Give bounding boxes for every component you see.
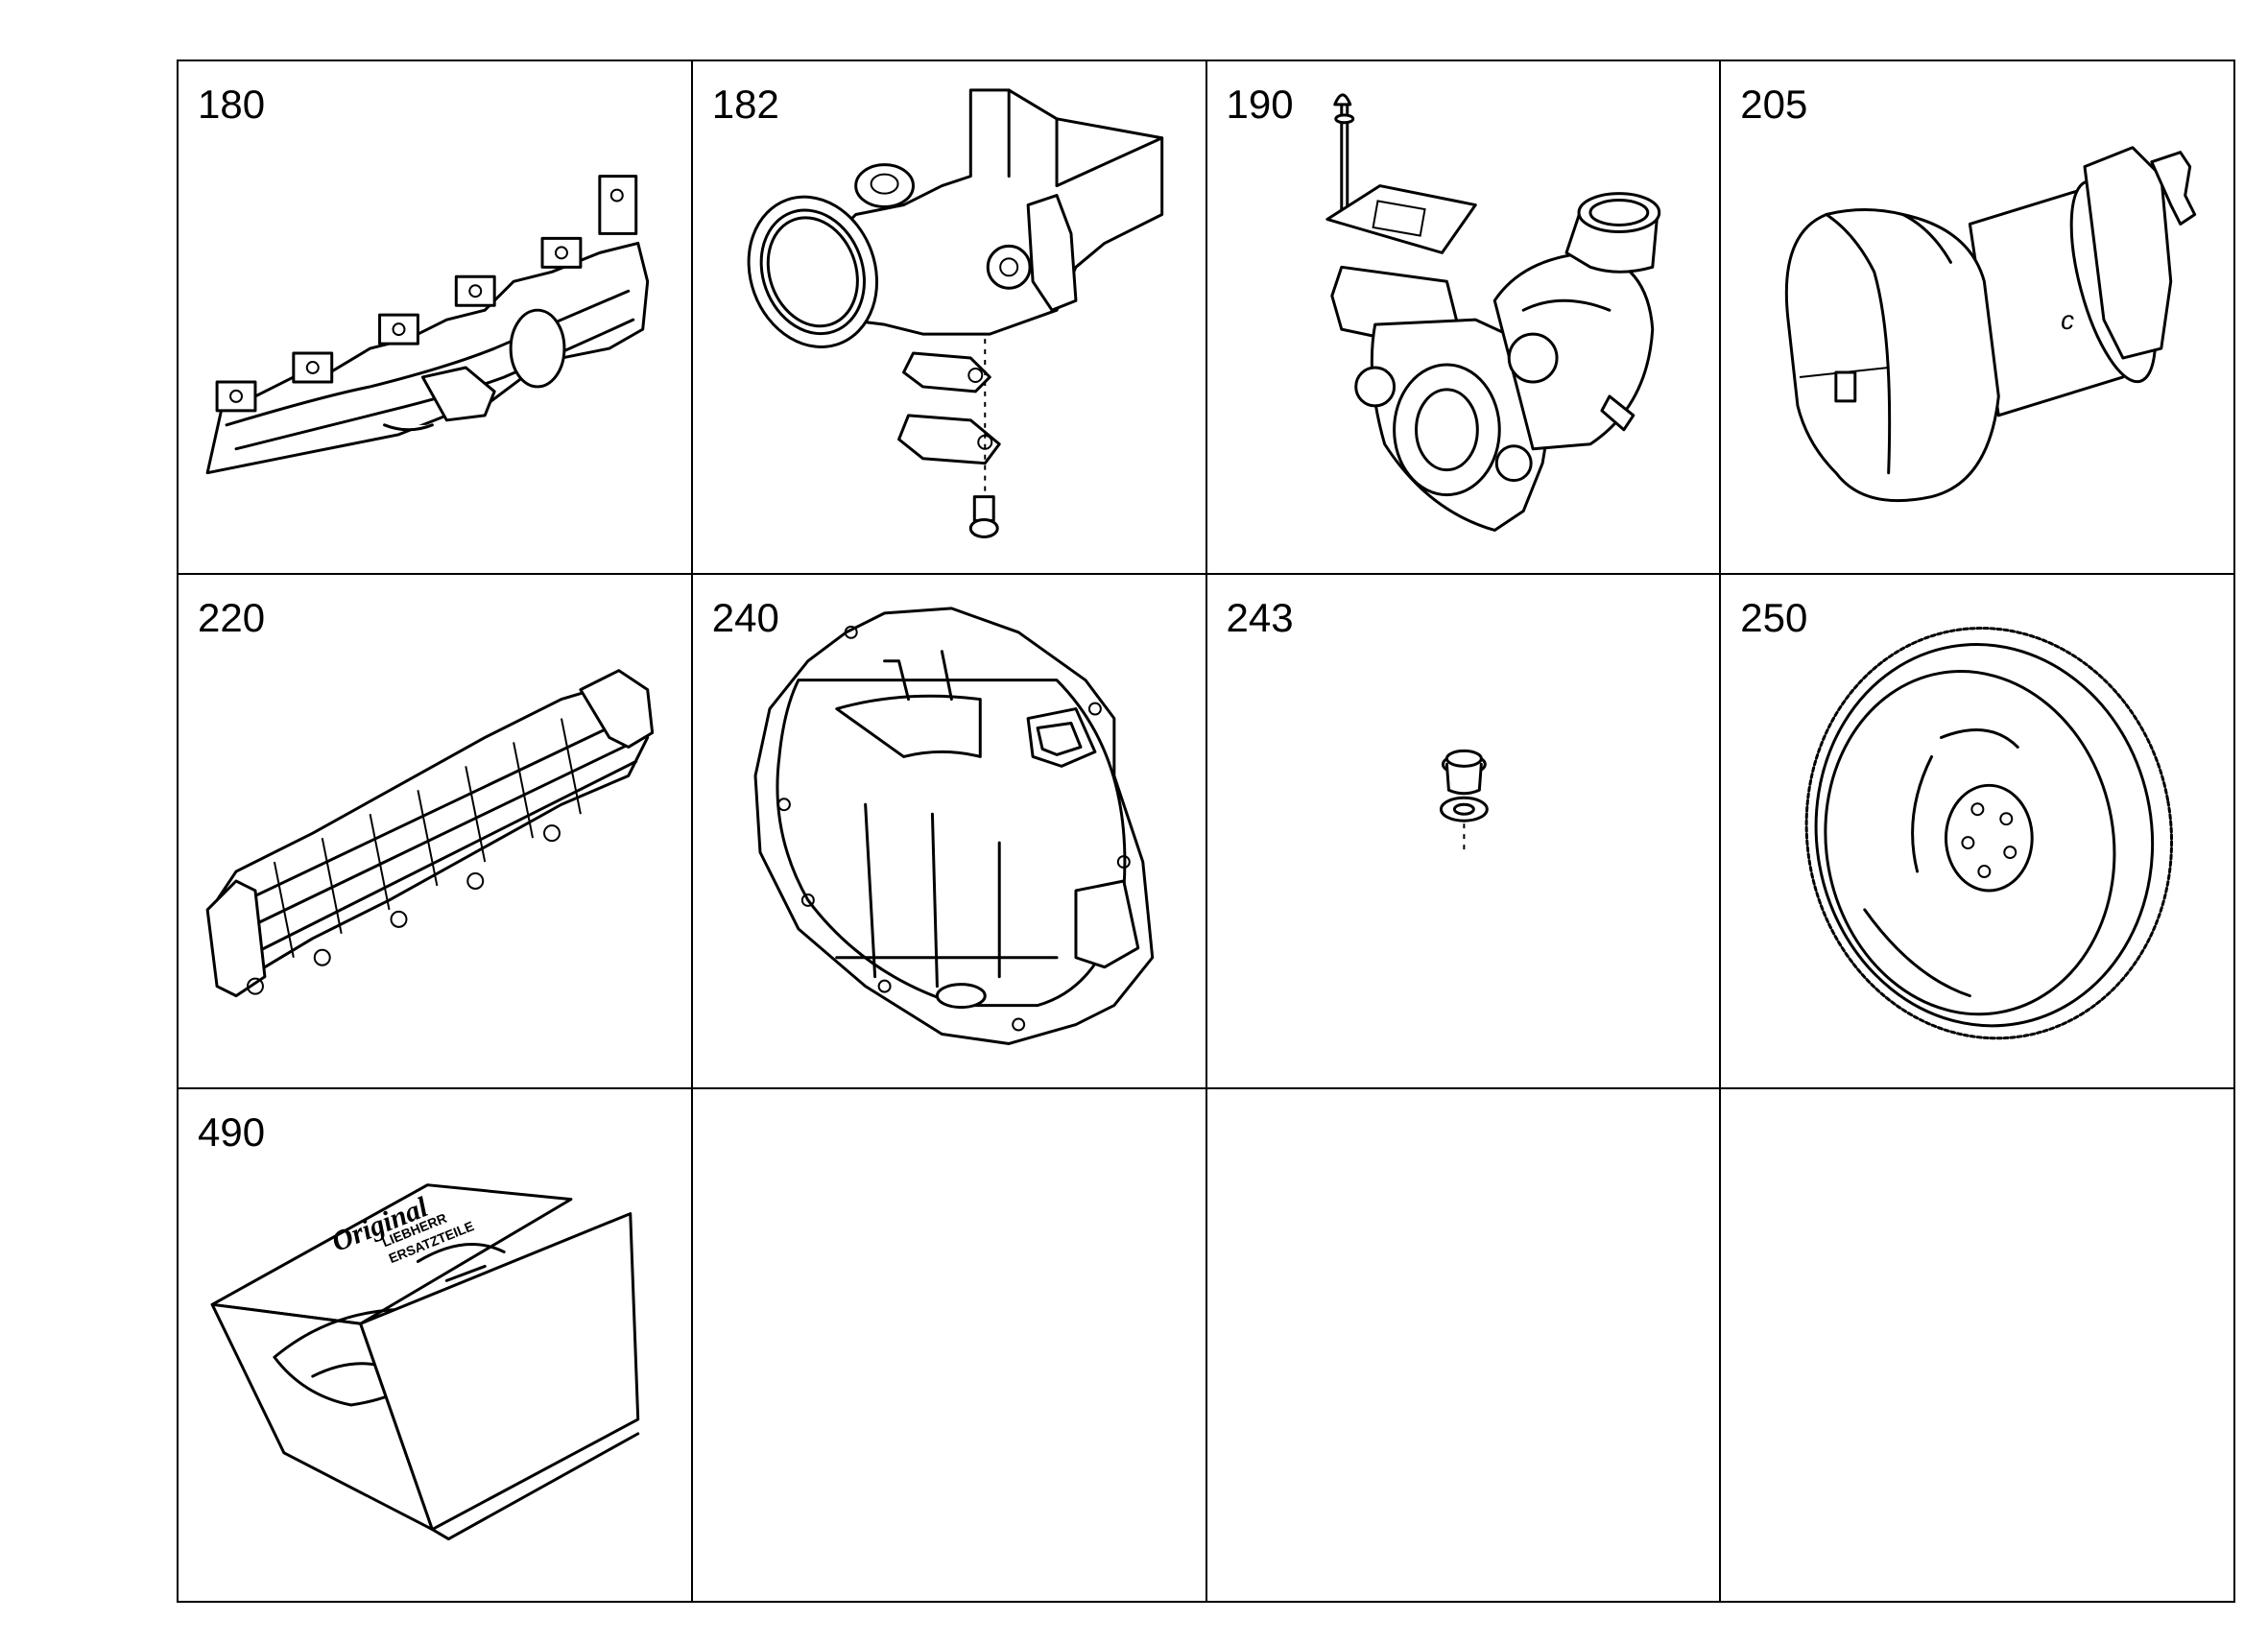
part-number: 490 [198, 1108, 266, 1155]
part-number: 180 [198, 82, 266, 127]
empty-cell [692, 1088, 1207, 1603]
part-number: 205 [1740, 82, 1808, 127]
exhaust-manifold-icon [205, 175, 650, 475]
part-cell-490[interactable]: 490 Original LIEBHERR ERSATZTEILE [179, 1088, 693, 1603]
starter-motor-icon: c [1785, 146, 2197, 503]
part-number: 182 [711, 82, 779, 127]
part-cell-220[interactable]: 220 [179, 575, 693, 1089]
part-cell-205[interactable]: 205 c [1721, 61, 2235, 576]
intake-manifold-icon [205, 669, 655, 998]
part-number: 190 [1226, 82, 1294, 127]
part-cell-180[interactable]: 180 [179, 61, 693, 576]
part-cell-182[interactable]: 182 [692, 61, 1207, 576]
intake-pipe-icon [747, 88, 1163, 538]
part-cell-190[interactable]: 190 [1206, 61, 1722, 576]
part-cell-250[interactable]: 250 [1721, 575, 2235, 1089]
svg-text:c: c [2061, 305, 2074, 335]
gasket-kit-box-icon: Original LIEBHERR ERSATZTEILE [210, 1182, 640, 1540]
empty-cell [1721, 1088, 2235, 1603]
parts-catalog-grid: 180 182 [177, 60, 2235, 1603]
part-number: 243 [1226, 595, 1294, 641]
part-number: 220 [198, 595, 266, 641]
part-cell-240[interactable]: 240 [692, 575, 1207, 1089]
flywheel-icon [1804, 627, 2174, 1040]
empty-cell [1206, 1088, 1722, 1603]
part-number: 250 [1740, 595, 1808, 641]
flywheel-housing-icon [753, 607, 1154, 1046]
part-number: 240 [711, 595, 779, 641]
part-cell-243[interactable]: 243 [1206, 575, 1722, 1089]
plug-with-washer-icon [1439, 750, 1489, 853]
turbocharger-icon [1325, 93, 1660, 532]
